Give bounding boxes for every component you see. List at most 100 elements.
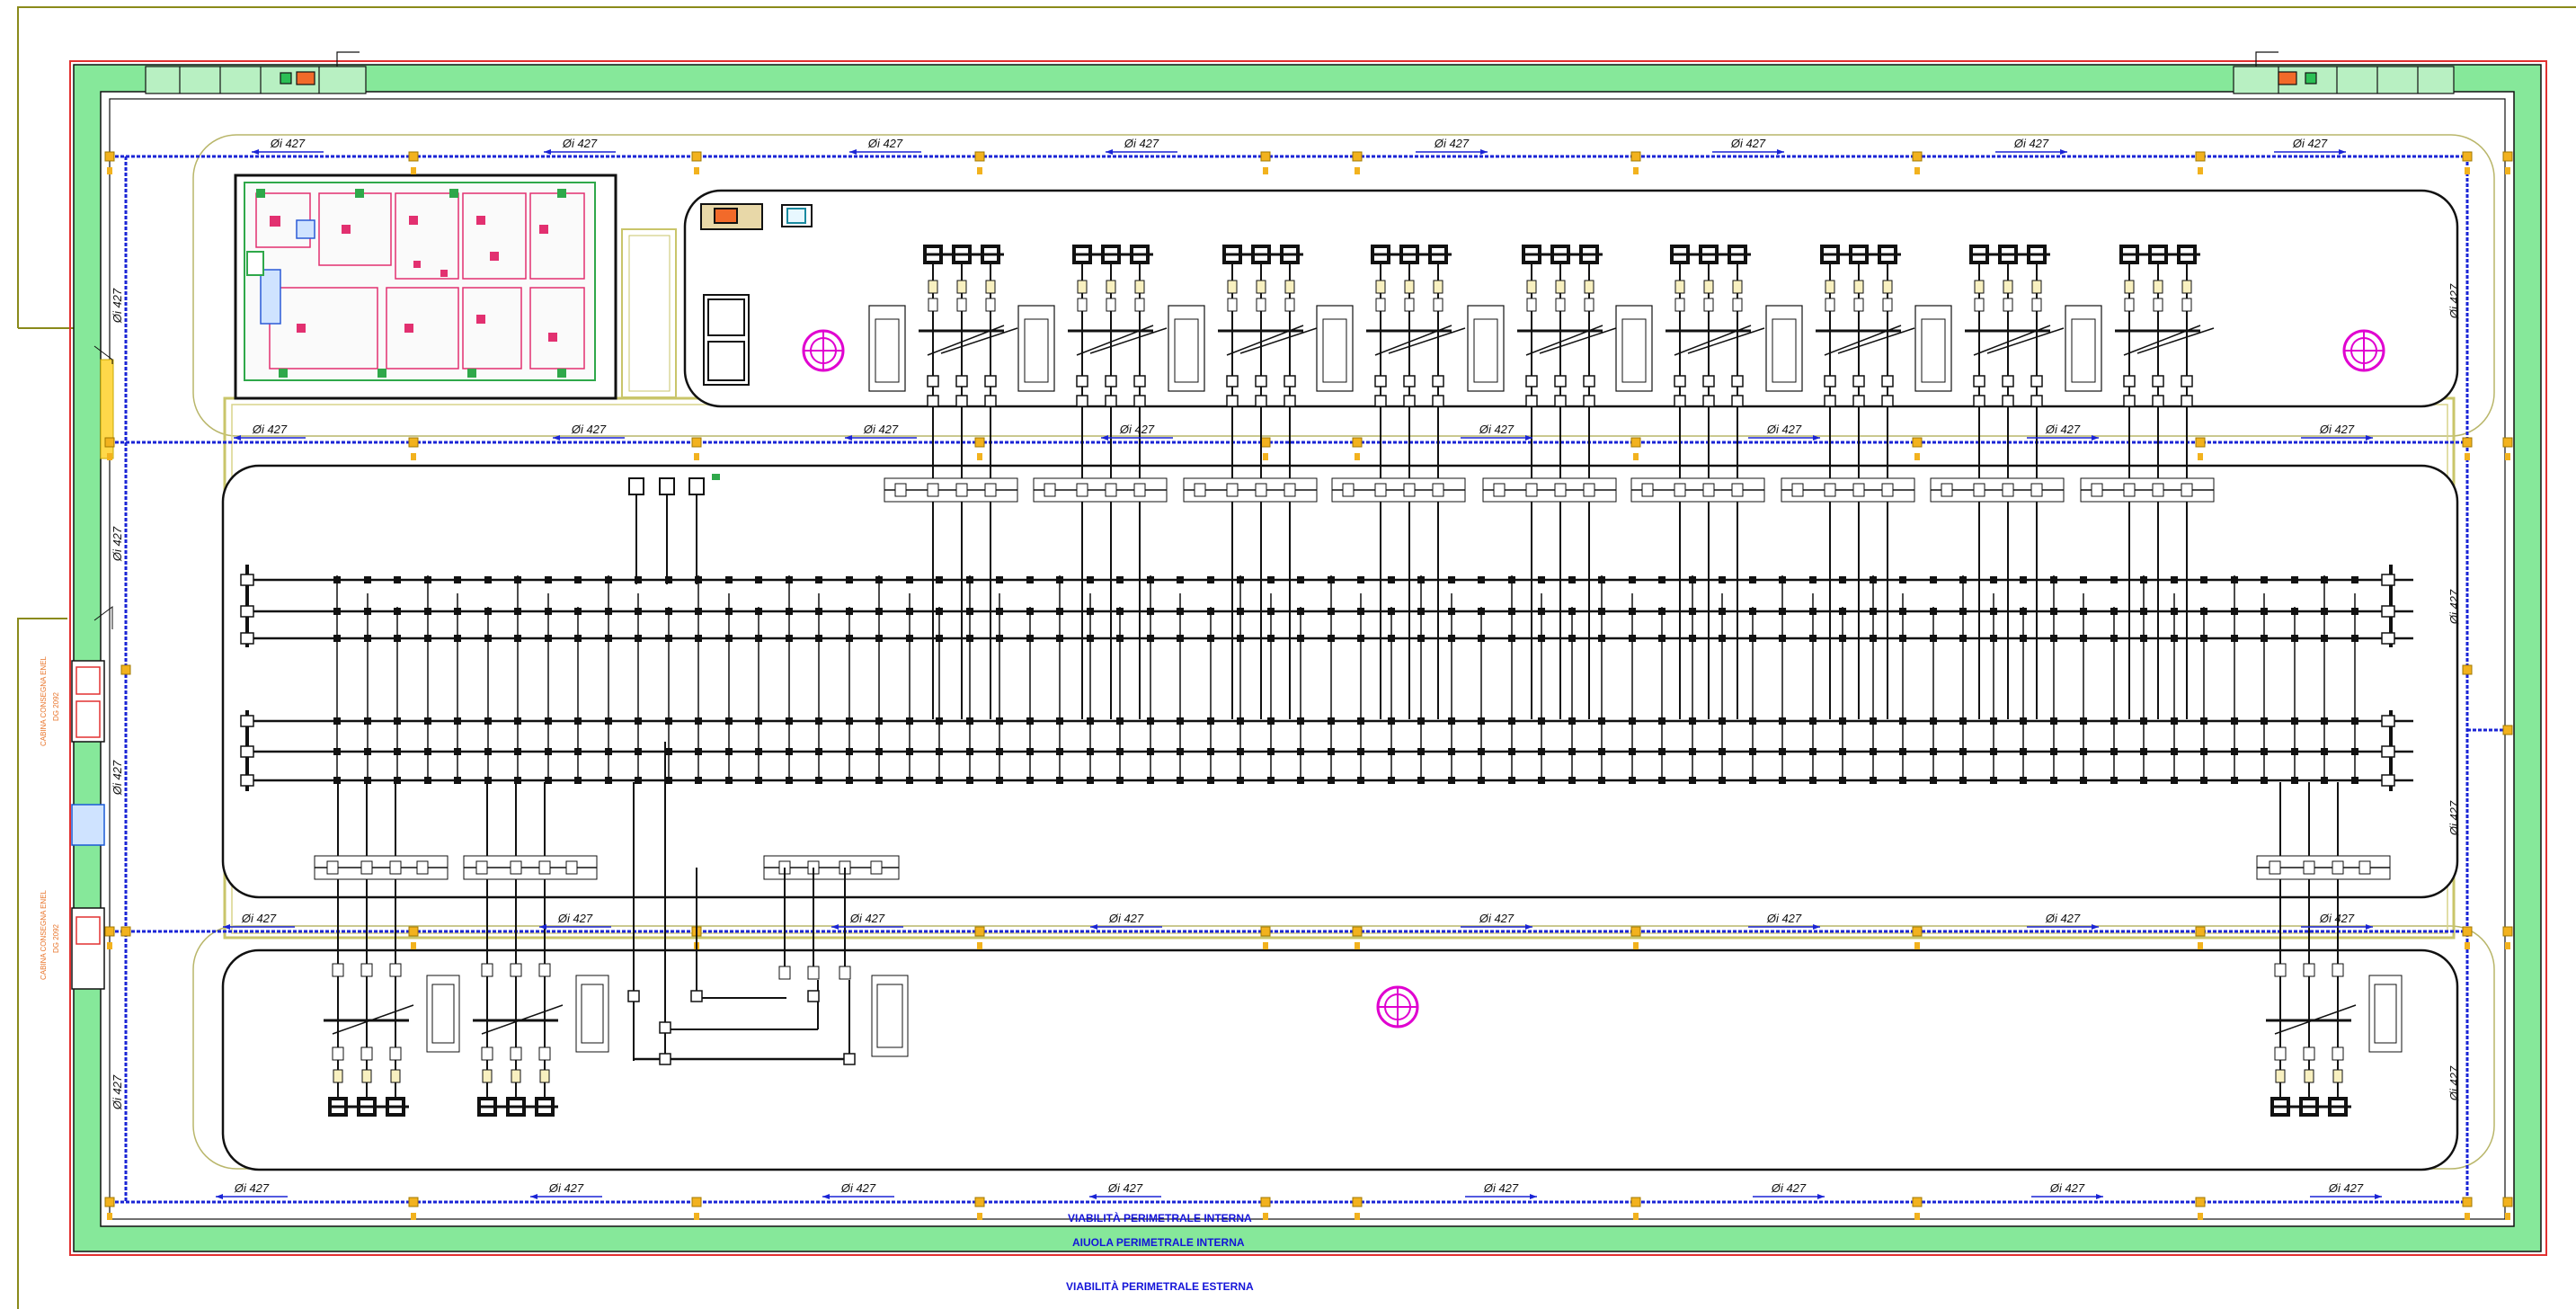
string-box [1689, 748, 1696, 755]
string-box [1357, 777, 1364, 784]
valve-node [1912, 1197, 1923, 1207]
combiner-box [1852, 483, 1865, 497]
inverter-icon [985, 298, 996, 312]
string-box [966, 748, 973, 755]
pipe-arrowhead [2092, 435, 2099, 441]
combiner-box [2152, 483, 2164, 497]
shelter-inner [1772, 318, 1797, 383]
inverter-icon [482, 1069, 493, 1083]
string-box [2080, 635, 2087, 642]
string-box [454, 748, 461, 755]
string-box [1538, 608, 1545, 615]
valve-node [1630, 1197, 1641, 1207]
inverter-icon [1077, 280, 1088, 294]
string-box [605, 777, 612, 784]
string-box [394, 635, 401, 642]
string-box [1357, 717, 1364, 725]
pipe-label: Øi 427 [867, 137, 903, 150]
inverter-icon [511, 1069, 521, 1083]
inverter-icon [1974, 280, 1985, 294]
string-box [1839, 717, 1846, 725]
string-box [755, 608, 762, 615]
inverter-icon [2031, 280, 2042, 294]
combiner-box [1255, 483, 1267, 497]
inverter-icon [1853, 280, 1864, 294]
string-box [996, 576, 1003, 583]
station-diag [1973, 325, 2051, 356]
string-box [2261, 777, 2268, 784]
string-box [1478, 777, 1485, 784]
pipe-label: Øi 427 [571, 423, 607, 436]
valve-node [2195, 926, 2206, 937]
pipe-arrowhead [216, 1194, 223, 1199]
string-box [786, 717, 793, 725]
pipe-label: Øi 427 [557, 912, 593, 925]
string-box [605, 576, 612, 583]
string-box [906, 576, 913, 583]
string-box [1629, 635, 1636, 642]
string-box [906, 717, 913, 725]
pipe-label-vertical: Øi 427 [2447, 1065, 2461, 1101]
string-box [394, 777, 401, 784]
string-box [545, 748, 552, 755]
string-box [605, 748, 612, 755]
string-box [545, 777, 552, 784]
combiner-box [2269, 860, 2281, 875]
station-diag [332, 1004, 414, 1035]
valve-node [1630, 437, 1641, 448]
combiner-box [1284, 375, 1296, 387]
combiner-box [2181, 483, 2193, 497]
combiner-box [1432, 395, 1444, 407]
combiner-box [2123, 395, 2136, 407]
inverter-icon [2153, 280, 2163, 294]
string-box [545, 635, 552, 642]
string-box [635, 576, 642, 583]
string-box [2140, 777, 2147, 784]
string-box [333, 748, 341, 755]
valve-node [2502, 926, 2513, 937]
string-box [936, 608, 943, 615]
pipe-arrowhead [831, 924, 839, 930]
cabin-label-2a: CABINA CONSEGNA ENEL [40, 890, 48, 981]
string-box [1990, 717, 1997, 725]
string-box [1388, 777, 1395, 784]
string-box [936, 748, 943, 755]
string-box [1388, 576, 1395, 583]
pipe-arrowhead [1106, 149, 1113, 155]
inverter-icon [1732, 280, 1743, 294]
pipe-label: Øi 427 [1766, 423, 1802, 436]
string-box [1207, 717, 1214, 725]
string-box [2231, 576, 2238, 583]
bus-end-box [240, 715, 254, 727]
string-box [484, 748, 492, 755]
string-box [635, 748, 642, 755]
valve-tag [2198, 167, 2203, 174]
combiner-box [1284, 483, 1296, 497]
string-box [2231, 748, 2238, 755]
string-box [1779, 748, 1786, 755]
string-box [1809, 748, 1817, 755]
inverter-icon [2181, 280, 2192, 294]
fire-hydrants [802, 329, 2385, 1028]
bus-end-box [2381, 774, 2395, 787]
string-box [1147, 635, 1154, 642]
string-box [574, 777, 582, 784]
string-box [1417, 748, 1425, 755]
string-box [695, 576, 702, 583]
string-box [1719, 748, 1726, 755]
string-box [966, 635, 973, 642]
valve-node [104, 437, 115, 448]
string-box [514, 748, 521, 755]
string-box [1237, 608, 1244, 615]
string-box [1177, 635, 1184, 642]
string-box [936, 576, 943, 583]
combiner-box [1824, 395, 1836, 407]
string-box [1478, 748, 1485, 755]
string-box [1267, 635, 1275, 642]
valve-tag [1355, 942, 1360, 949]
valve-tag [1914, 167, 1920, 174]
pipe-arrowhead [2366, 924, 2373, 930]
string-box [1930, 748, 1937, 755]
string-box [574, 748, 582, 755]
valve-node [2195, 151, 2206, 162]
